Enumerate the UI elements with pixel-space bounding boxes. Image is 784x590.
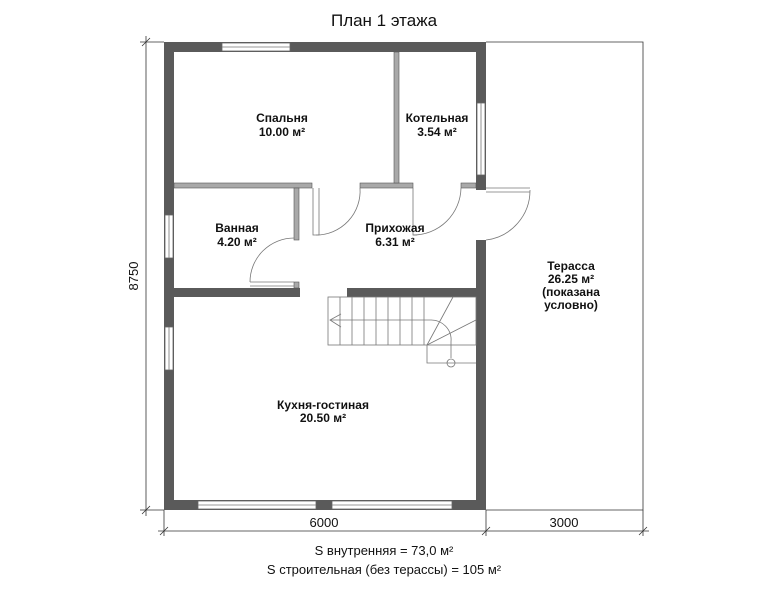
dimension-height: 8750 bbox=[126, 36, 164, 516]
room-hallway: Прихожая 6.31 м² bbox=[365, 221, 424, 249]
dimension-label: 8750 bbox=[126, 262, 141, 291]
room-name: Кухня-гостиная bbox=[277, 398, 369, 412]
room-boiler: Котельная 3.54 м² bbox=[406, 111, 469, 139]
room-area: 26.25 м² bbox=[548, 272, 594, 286]
room-area: 4.20 м² bbox=[217, 235, 257, 249]
room-bedroom: Спальня 10.00 м² bbox=[256, 111, 308, 139]
windows bbox=[164, 42, 486, 510]
room-name: Котельная bbox=[406, 111, 469, 125]
summary-inner-area: S внутренняя = 73,0 м² bbox=[315, 543, 454, 558]
plan-title: План 1 этажа bbox=[331, 11, 438, 30]
room-bathroom: Ванная 4.20 м² bbox=[215, 221, 259, 249]
room-terrace: Терасса 26.25 м² (показана условно) bbox=[542, 259, 600, 312]
dimension-width: 6000 3000 bbox=[158, 510, 649, 536]
room-name: Спальня bbox=[256, 111, 308, 125]
room-area: 10.00 м² bbox=[259, 125, 305, 139]
staircase bbox=[327, 296, 477, 368]
room-area: 20.50 м² bbox=[300, 411, 346, 425]
room-area: 3.54 м² bbox=[417, 125, 457, 139]
summary-building-area: S строительная (без терассы) = 105 м² bbox=[267, 562, 502, 577]
partitions bbox=[173, 51, 477, 297]
doors bbox=[249, 187, 531, 287]
dimension-label: 6000 bbox=[310, 515, 339, 530]
dimension-label: 3000 bbox=[550, 515, 579, 530]
room-name: Прихожая bbox=[365, 221, 424, 235]
room-name: Терасса bbox=[547, 259, 595, 273]
room-area: 6.31 м² bbox=[375, 235, 415, 249]
room-note: (показана bbox=[542, 285, 600, 299]
terrace-outline bbox=[486, 41, 644, 511]
room-kitchen-living: Кухня-гостиная 20.50 м² bbox=[277, 398, 369, 425]
room-note: условно) bbox=[544, 298, 598, 312]
room-name: Ванная bbox=[215, 221, 259, 235]
